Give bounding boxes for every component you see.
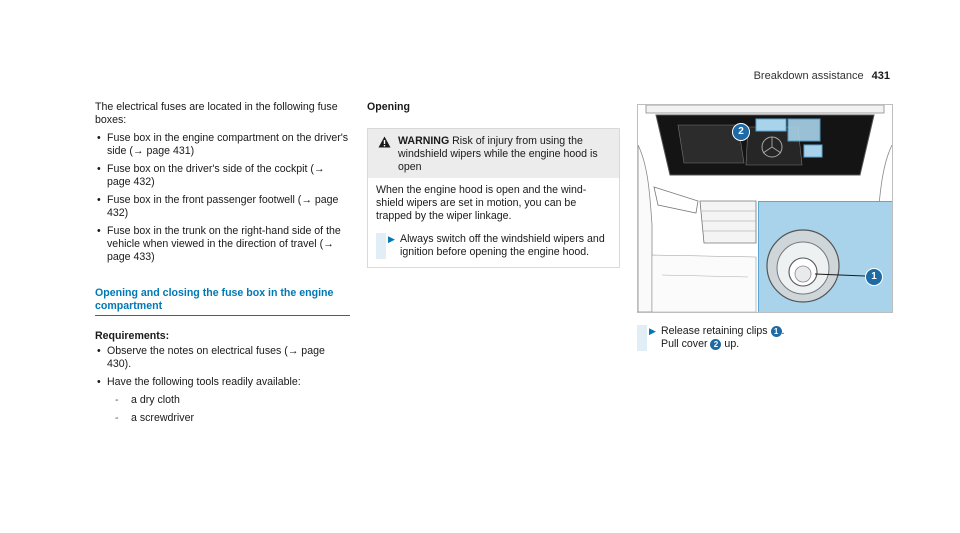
requirements-list: Observe the notes on electrical fuses (→… — [95, 345, 350, 389]
list-item: a screwdriver — [95, 412, 350, 425]
right-column: 2 1 ▶ Release retaining clips 1. Pull co… — [637, 104, 893, 351]
list-item: Observe the notes on electrical fuses (→… — [95, 345, 350, 371]
warning-header: WARNING Risk of injury from using the wi… — [368, 129, 619, 178]
action-text: Always switch off the windshield wipers … — [400, 233, 605, 258]
warning-label: WARNING — [398, 135, 450, 147]
badge-1: 1 — [770, 326, 782, 337]
step-instruction: ▶ Release retaining clips 1. Pull cover … — [637, 325, 891, 351]
list-item: Fuse box in the engine compartment on th… — [95, 132, 350, 158]
list-item: Fuse box on the driver's side of the coc… — [95, 163, 350, 189]
list-item: Have the following tools readily availab… — [95, 376, 350, 389]
engine-compartment-illustration: 2 1 — [637, 104, 893, 313]
step-text-part: Pull cover — [661, 338, 708, 350]
play-arrow-icon: ▶ — [388, 234, 395, 244]
detail-inset — [758, 201, 892, 312]
warning-text: When the engine hood is open and the win… — [376, 184, 587, 222]
warning-body: When the engine hood is open and the win… — [368, 178, 619, 267]
list-item: Fuse box in the front passenger footwell… — [95, 194, 350, 220]
opening-title: Opening — [367, 101, 410, 113]
warning-box: WARNING Risk of injury from using the wi… — [367, 128, 620, 268]
warning-title: Risk of injury from using the windshield… — [398, 135, 598, 173]
intro-text: The electrical fuses are located in the … — [95, 101, 338, 126]
page-header: Breakdown assistance 431 — [754, 70, 890, 83]
action-bar — [637, 325, 647, 351]
step-text: Release retaining clips 1. Pull cover 2 … — [661, 325, 891, 351]
section-title: Breakdown assistance — [753, 70, 864, 82]
list-item: Fuse box in the trunk on the right-hand … — [95, 225, 350, 264]
step-text-part: up. — [724, 338, 740, 350]
fuse-box-list: Fuse box in the engine compartment on th… — [95, 132, 350, 264]
tools-list: a dry cloth a screwdriver — [95, 394, 350, 425]
middle-column: Opening WARNING Risk of injury from usin… — [367, 101, 620, 268]
requirements-label: Requirements: — [95, 330, 170, 342]
play-arrow-icon: ▶ — [649, 326, 656, 336]
car-front-drawing — [638, 105, 892, 312]
step-text-part: Release retaining clips — [661, 325, 768, 337]
list-item: a dry cloth — [95, 394, 350, 407]
badge-2: 2 — [710, 339, 722, 350]
section-heading: Opening and closing the fuse box in the … — [95, 287, 350, 316]
warning-action: ▶ Always switch off the windshield wiper… — [376, 233, 611, 259]
retaining-clip-drawing — [766, 229, 866, 303]
step-text-part: . — [781, 325, 785, 337]
callout-1: 1 — [865, 268, 883, 286]
page-number: 431 — [871, 70, 890, 82]
callout-2: 2 — [732, 123, 750, 141]
left-column: The electrical fuses are located in the … — [95, 101, 350, 425]
action-bar — [376, 233, 386, 259]
warning-icon — [378, 136, 391, 148]
